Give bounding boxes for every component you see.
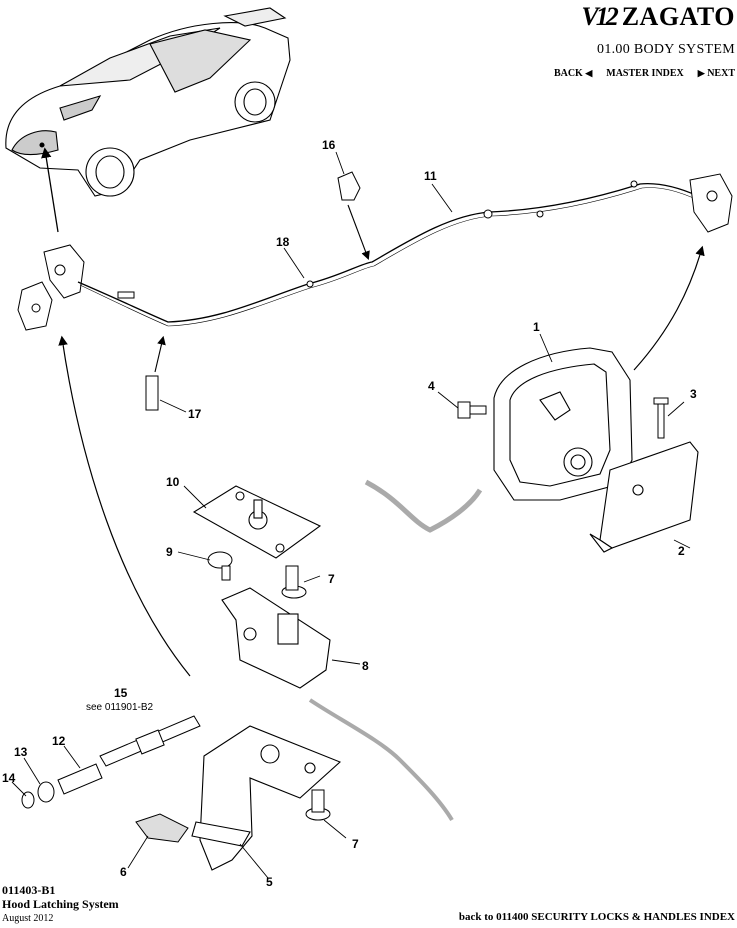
cable-clip-part-16	[337, 171, 361, 201]
cable-clip-3	[536, 210, 544, 218]
latch-part-8	[221, 587, 331, 689]
lower-latch-part-5	[191, 725, 342, 871]
arrow-to-rear-latch	[633, 245, 705, 371]
striker-rod-part-15	[99, 715, 201, 767]
arrow-to-car	[41, 147, 59, 233]
callout-9: 9	[166, 545, 173, 559]
ghost-cable-2	[308, 698, 454, 822]
part-number: 011403-B1	[2, 883, 56, 897]
callout-1: 1	[533, 320, 540, 334]
callout-3: 3	[690, 387, 697, 401]
bolt-part-14	[21, 791, 35, 809]
logo: V12 ZAGATO	[581, 2, 735, 32]
callout-15: 15	[114, 686, 128, 700]
leader-lines	[11, 151, 691, 879]
callout-5: 5	[266, 875, 273, 889]
callout-13: 13	[14, 745, 28, 759]
lock-housing-part-1	[493, 347, 633, 501]
see-reference-note: see 011901-B2	[86, 702, 154, 713]
bolt-part-4	[457, 401, 487, 419]
callout-8: 8	[362, 659, 369, 673]
callout-7-upper: 7	[328, 572, 335, 586]
brand-name: ZAGATO	[621, 2, 735, 31]
plate-part-10	[192, 485, 322, 559]
logo-mark: V12	[581, 2, 618, 31]
callout-10: 10	[166, 475, 180, 489]
callout-11: 11	[424, 169, 437, 183]
master-index-link[interactable]: MASTER INDEX	[606, 68, 684, 79]
arrow-to-front-latch	[58, 335, 191, 677]
washer-part-13	[37, 781, 55, 803]
release-cable	[77, 182, 699, 323]
cable-grommet	[306, 280, 314, 288]
callout-7-lower: 7	[352, 837, 359, 851]
back-link[interactable]: BACK ◀	[554, 68, 592, 79]
screw-part-7-upper	[281, 565, 307, 599]
arrow-part-16	[347, 204, 370, 261]
back-label: BACK	[553, 68, 583, 79]
right-triangle-icon: ▶	[697, 68, 705, 78]
car-illustration	[5, 7, 291, 197]
callout-12: 12	[52, 734, 66, 748]
washer-part-9	[207, 551, 233, 581]
callout-4: 4	[428, 379, 435, 393]
navigation-bar: BACK ◀ MASTER INDEX ▶ NEXT	[554, 68, 735, 79]
pad-part-6	[135, 813, 189, 843]
next-label: NEXT	[707, 68, 735, 79]
bracket-part-2	[589, 441, 699, 553]
callout-6: 6	[120, 865, 127, 879]
sleeve-part-12	[57, 763, 103, 795]
next-link[interactable]: ▶ NEXT	[698, 68, 735, 79]
front-latch-assembly	[17, 244, 85, 331]
diagram-date: August 2012	[2, 913, 54, 924]
screw-part-7-lower	[305, 789, 331, 821]
sleeve-part-17	[145, 375, 159, 411]
callout-14: 14	[2, 771, 16, 785]
callout-18: 18	[276, 235, 290, 249]
left-triangle-icon: ◀	[585, 68, 593, 78]
ghost-cable	[364, 479, 483, 533]
cable-clip-2	[483, 209, 493, 219]
back-to-index-link[interactable]: back to 011400 SECURITY LOCKS & HANDLES …	[458, 911, 735, 923]
rear-latch-assembly	[630, 173, 733, 233]
rivet-part-3	[653, 397, 669, 439]
callout-17: 17	[188, 407, 202, 421]
cable-clip	[117, 291, 135, 299]
section-title: 01.00 BODY SYSTEM	[597, 42, 735, 57]
release-cable-outline	[79, 187, 699, 327]
callout-2: 2	[678, 544, 685, 558]
diagram-title: Hood Latching System	[2, 897, 119, 911]
callout-16: 16	[322, 138, 336, 152]
arrow-part-17	[154, 335, 166, 373]
